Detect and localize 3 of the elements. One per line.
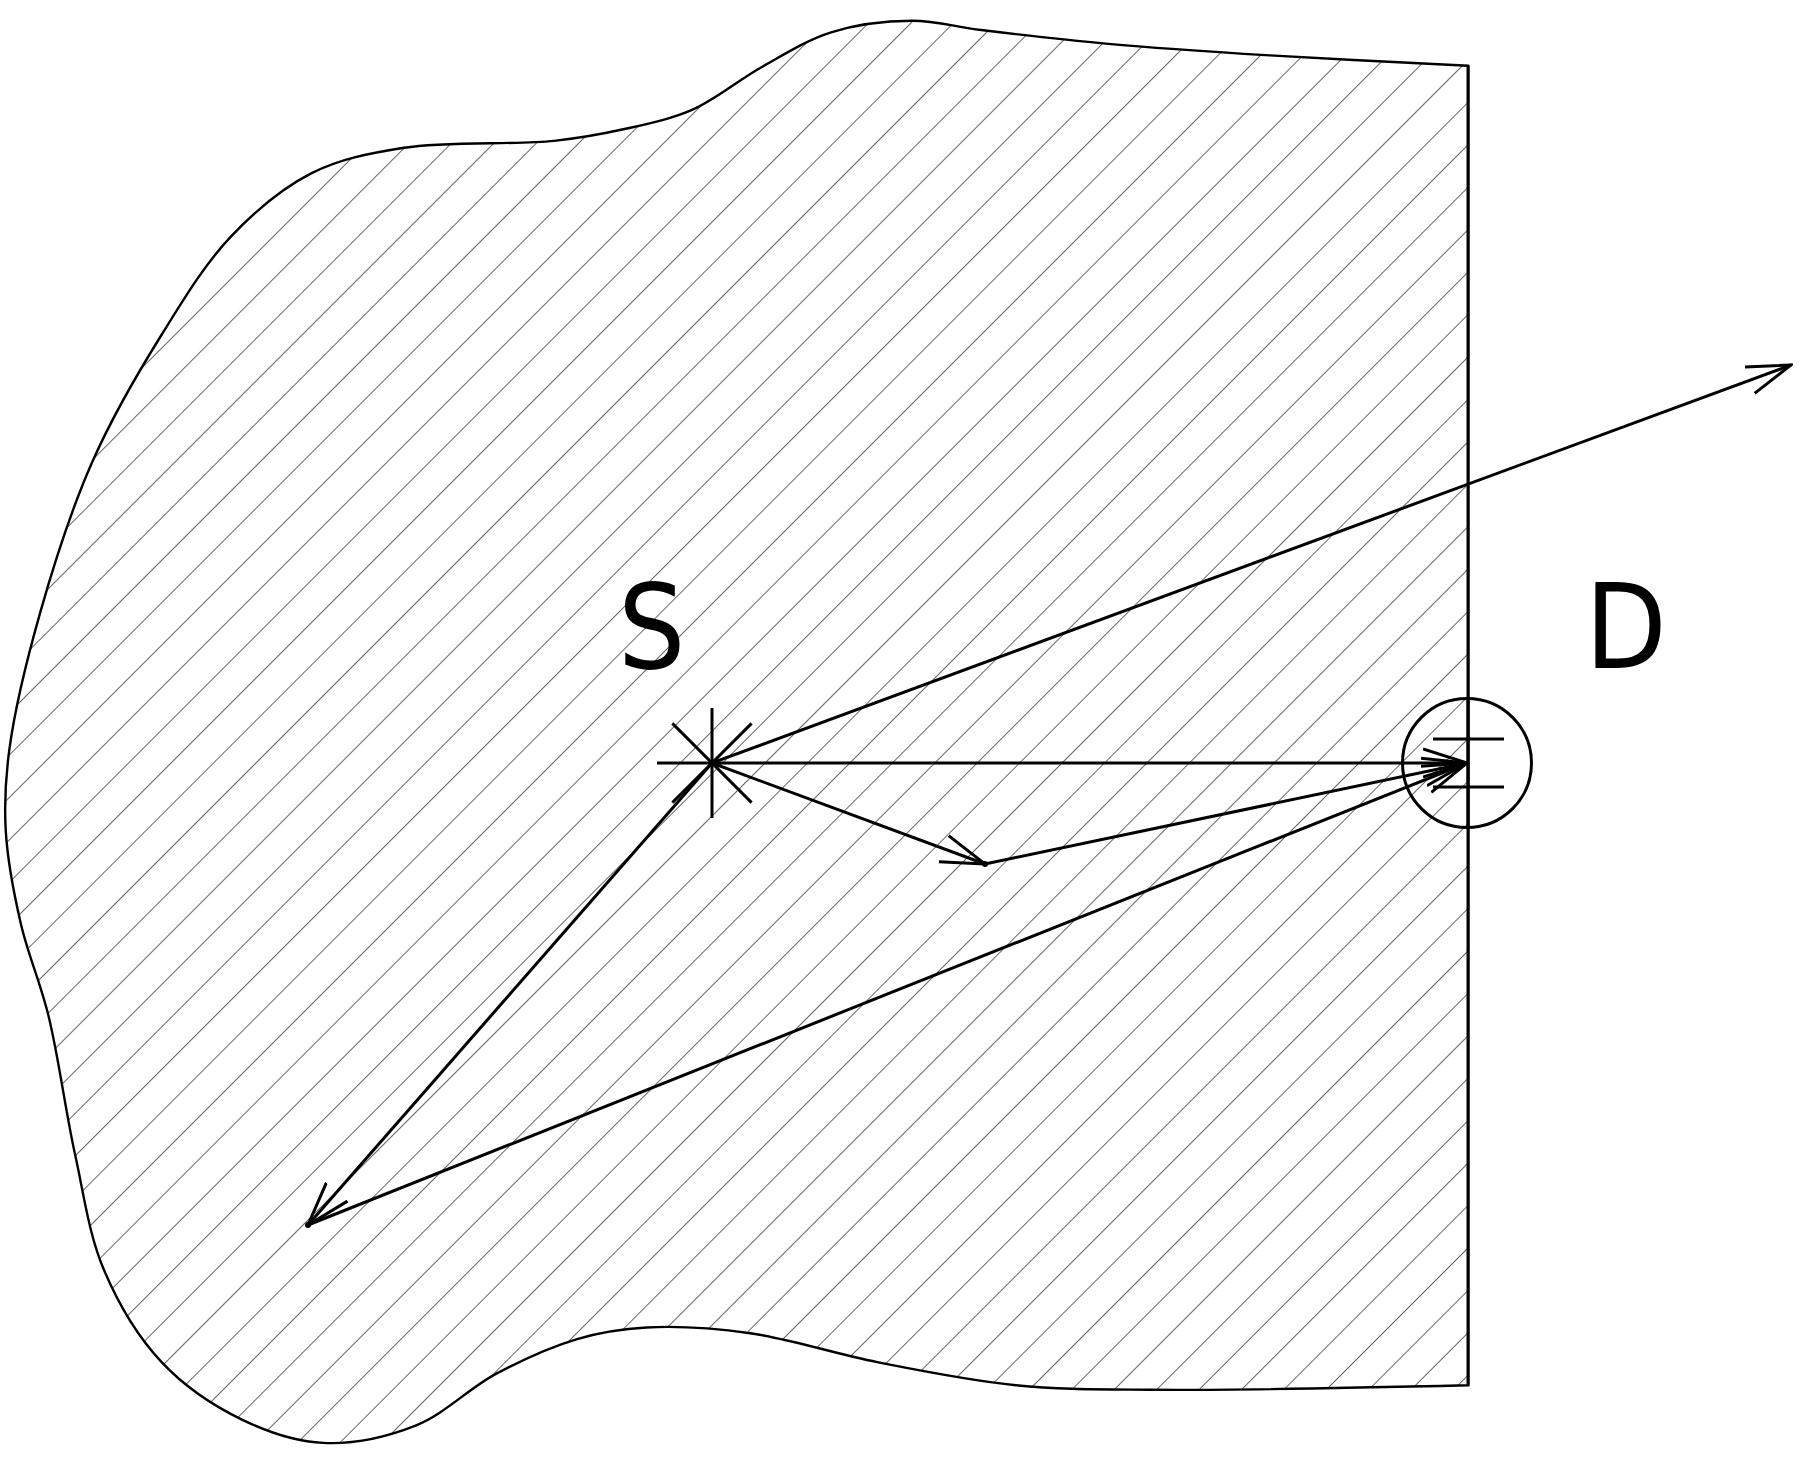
point-label: S [618,568,686,686]
point-label: D [1585,568,1667,686]
ray-arrow [307,761,1469,1227]
